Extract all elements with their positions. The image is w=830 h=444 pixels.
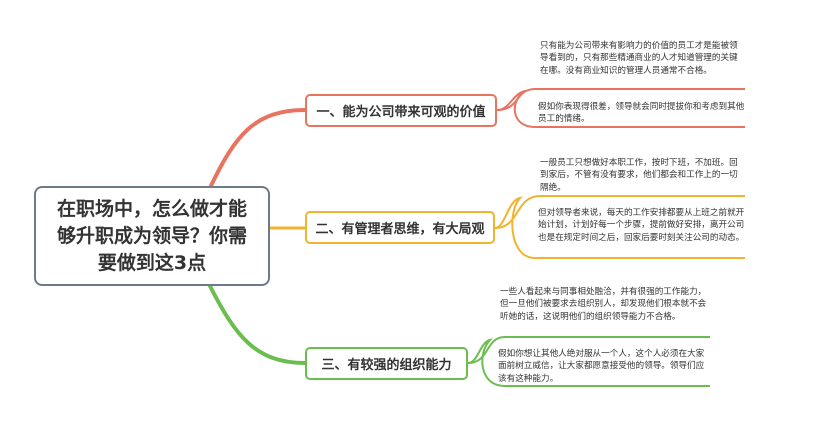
link-branch2-leaf1 <box>494 195 745 229</box>
link-root-branch3 <box>208 284 307 365</box>
branch-topic-3-label: 三、有较强的组织能力 <box>321 358 452 373</box>
leaf-topic-1-2-text: 假如你表现得很差，领导就会同时提拔你和考虑到其他员工的情绪。 <box>538 102 745 125</box>
branch-topic-2[interactable]: 二、有管理者思维，有大局观 <box>305 211 495 244</box>
root-topic-title: 在职场中，怎么做才能够升职成为领导？你需要做到这3点 <box>56 197 247 274</box>
leaf-topic-3-1-text: 一些人看起来与同事相处融洽，并有很强的工作能力，但一旦他们被要求去组织别人，却发… <box>500 287 707 322</box>
branch-topic-2-label: 二、有管理者思维，有大局观 <box>315 222 485 237</box>
leaf-topic-3-1[interactable]: 一些人看起来与同事相处融洽，并有很强的工作能力，但一旦他们被要求去组织别人，却发… <box>500 286 712 323</box>
leaf-topic-1-2[interactable]: 假如你表现得很差，领导就会同时提拔你和考虑到其他员工的情绪。 <box>538 101 746 126</box>
branch-topic-1-label: 一、能为公司带来可观的价值 <box>316 105 486 120</box>
leaf-topic-3-2-text: 假如你想让其他人绝对服从一个人，这个人必须在大家面前树立威信，让大家都愿意接受他… <box>498 349 705 384</box>
link-branch3-leaf1 <box>467 336 710 364</box>
branch-topic-3[interactable]: 三、有较强的组织能力 <box>305 347 468 380</box>
root-topic[interactable]: 在职场中，怎么做才能够升职成为领导？你需要做到这3点 <box>34 186 270 286</box>
link-branch1-leaf2 <box>496 90 745 128</box>
leaf-topic-2-1-text: 一般员工只想做好本职工作，按时下班，不加班。回到家后，不管有没有要求，他们都会和… <box>540 158 738 193</box>
leaf-topic-2-1[interactable]: 一般员工只想做好本职工作，按时下班，不加班。回到家后，不管有没有要求，他们都会和… <box>540 157 745 194</box>
leaf-topic-2-2[interactable]: 但对领导者来说，每天的工作安排都要从上班之前就开始计划，计划好每一个步骤，提前做… <box>538 207 745 244</box>
leaf-topic-1-1[interactable]: 只有能为公司带来有影响力的价值的员工才是能被领导看到的，只有那些精通商业的人才知… <box>540 40 745 77</box>
leaf-topic-3-2[interactable]: 假如你想让其他人绝对服从一个人，这个人必须在大家面前树立威信，让大家都愿意接受他… <box>498 348 712 385</box>
link-branch2-leaf2 <box>494 196 745 259</box>
link-root-branch1 <box>208 108 307 190</box>
leaf-topic-1-1-text: 只有能为公司带来有影响力的价值的员工才是能被领导看到的，只有那些精通商业的人才知… <box>540 41 738 76</box>
branch-topic-1[interactable]: 一、能为公司带来可观的价值 <box>305 94 497 127</box>
leaf-topic-2-2-text: 但对领导者来说，每天的工作安排都要从上班之前就开始计划，计划好每一个步骤，提前做… <box>538 208 745 243</box>
link-branch3-leaf2 <box>467 338 710 387</box>
